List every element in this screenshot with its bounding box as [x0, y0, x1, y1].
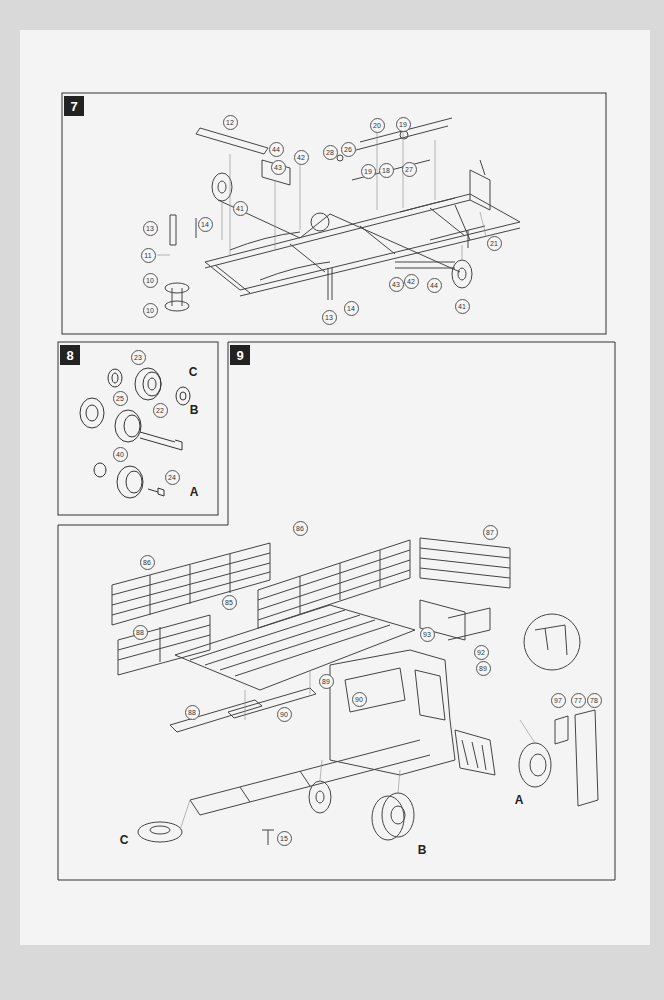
callout-number: 89	[476, 661, 491, 676]
callout-number: 26	[341, 142, 356, 157]
callout-number: 22	[153, 403, 168, 418]
callout-number: 86	[293, 521, 308, 536]
assembly-letter: B	[417, 843, 428, 857]
callout-number: 90	[352, 692, 367, 707]
callout-number: 78	[587, 693, 602, 708]
callout-number: 40	[113, 447, 128, 462]
callout-number: 42	[294, 150, 309, 165]
assembly-letter: A	[514, 793, 525, 807]
callout-number: 41	[233, 201, 248, 216]
callout-number: 13	[143, 221, 158, 236]
step-number: 8	[66, 349, 73, 362]
callout-number: 41	[455, 299, 470, 314]
callout-number: 10	[143, 303, 158, 318]
callout-number: 14	[344, 301, 359, 316]
callout-number: 97	[551, 693, 566, 708]
callout-number: 11	[141, 248, 156, 263]
truck-drawing	[112, 538, 598, 845]
callout-number: 20	[370, 118, 385, 133]
wheel-drawing	[80, 368, 190, 498]
assembly-lines	[180, 670, 535, 830]
callout-number: 19	[396, 117, 411, 132]
callout-number: 24	[165, 470, 180, 485]
callout-number: 44	[427, 278, 442, 293]
panel-frames	[58, 93, 615, 880]
step-number: 7	[70, 100, 77, 113]
callout-number: 88	[185, 705, 200, 720]
callout-number: 28	[323, 145, 338, 160]
callout-number: 12	[223, 115, 238, 130]
callout-number: 43	[389, 277, 404, 292]
callout-number: 21	[487, 236, 502, 251]
assembly-letter: C	[119, 833, 130, 847]
callout-number: 42	[404, 274, 419, 289]
callout-number: 85	[222, 595, 237, 610]
chassis-drawing	[165, 118, 520, 311]
step-number: 9	[236, 349, 243, 362]
callout-number: 77	[571, 693, 586, 708]
step-badge: 8	[60, 345, 80, 365]
callout-number: 43	[271, 160, 286, 175]
callout-number: 92	[474, 645, 489, 660]
step-badge: 9	[230, 345, 250, 365]
assembly-letter: A	[189, 485, 200, 499]
paper	[20, 30, 650, 945]
callout-number: 90	[277, 707, 292, 722]
callout-number: 19	[361, 164, 376, 179]
callout-number: 18	[379, 163, 394, 178]
callout-number: 13	[322, 310, 337, 325]
assembly-letter: C	[188, 365, 199, 379]
step-badge: 7	[64, 96, 84, 116]
callout-number: 87	[483, 525, 498, 540]
callout-number: 89	[319, 674, 334, 689]
callout-number: 27	[402, 162, 417, 177]
callout-number: 25	[113, 391, 128, 406]
callout-number: 23	[131, 350, 146, 365]
callout-number: 10	[143, 273, 158, 288]
callout-number: 93	[420, 627, 435, 642]
callout-number: 15	[277, 831, 292, 846]
callout-number: 14	[198, 217, 213, 232]
callout-number: 44	[269, 142, 284, 157]
assembly-lines	[157, 131, 486, 260]
assembly-letter: B	[189, 403, 200, 417]
callout-number: 86	[140, 555, 155, 570]
callout-number: 88	[133, 625, 148, 640]
